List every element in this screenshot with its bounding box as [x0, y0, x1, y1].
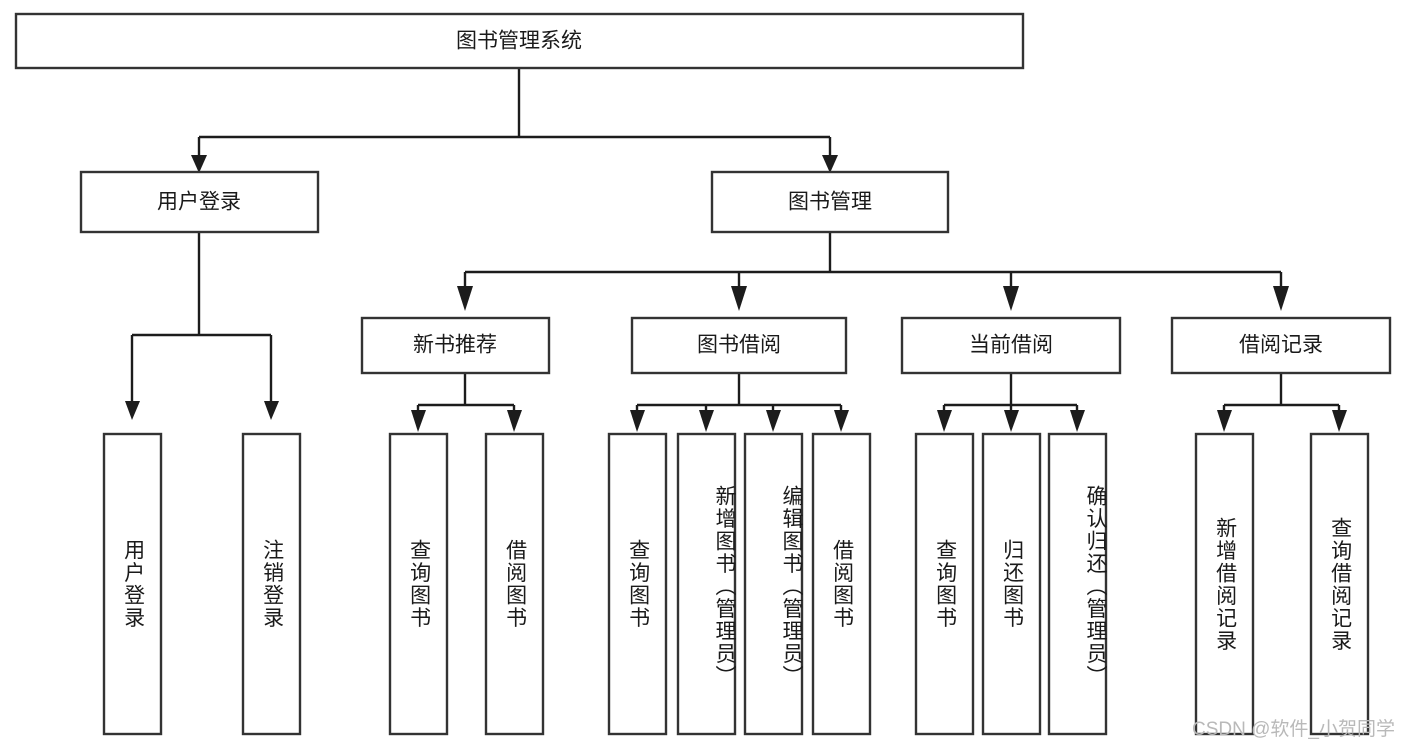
arrow-head-bb-query-book — [630, 410, 645, 432]
node-leaf-cb-return-book[interactable] — [981, 432, 1042, 736]
label-new-book-recommend: 新书推荐 — [413, 334, 497, 357]
node-leaf-cb-confirm-return[interactable] — [1047, 432, 1108, 736]
node-new-book-recommend[interactable] — [360, 316, 551, 375]
node-book-borrow[interactable] — [630, 316, 848, 375]
label-book-borrow: 图书借阅 — [697, 334, 781, 357]
label-book-manage: 图书管理 — [788, 191, 872, 214]
arrow-head-current-borrow — [1003, 286, 1019, 311]
label-borrow-record: 借阅记录 — [1239, 334, 1323, 357]
node-leaf-logout[interactable] — [241, 432, 302, 736]
arrow-head-br-query-record — [1332, 410, 1347, 432]
node-current-borrow[interactable] — [900, 316, 1122, 375]
node-borrow-record[interactable] — [1170, 316, 1392, 375]
watermark-text: CSDN @软件_小贺同学 — [1192, 719, 1395, 740]
arrow-head-borrow-record — [1273, 286, 1289, 311]
arrow-head-new-book — [457, 286, 473, 311]
arrow-head-cb-return-book — [1004, 410, 1019, 432]
arrow-head-cb-confirm-return — [1070, 410, 1085, 432]
node-leaf-bb-edit-book[interactable] — [743, 432, 804, 736]
arrow-head-br-add-record — [1217, 410, 1232, 432]
node-leaf-br-query-record[interactable] — [1309, 432, 1370, 736]
arrow-head-user-login — [191, 155, 207, 173]
node-leaf-bb-query-book[interactable] — [607, 432, 668, 736]
node-leaf-bb-borrow-book[interactable] — [811, 432, 872, 736]
label-current-borrow: 当前借阅 — [969, 334, 1053, 357]
arrow-head-bb-edit-book — [766, 410, 781, 432]
node-user-login[interactable] — [79, 170, 320, 234]
node-book-manage[interactable] — [710, 170, 950, 234]
arrow-head-leaf-user-login — [125, 401, 140, 420]
arrow-head-leaf-logout — [264, 401, 279, 420]
arrow-head-nb-query-book — [411, 410, 426, 432]
horizontal-label-group: 图书管理系统 用户登录 图书管理 新书推荐 图书借阅 当前借阅 借阅记录 — [157, 30, 1323, 357]
node-leaf-bb-add-book[interactable] — [676, 432, 737, 736]
node-box-group — [14, 12, 1392, 736]
label-root: 图书管理系统 — [456, 30, 582, 53]
node-leaf-nb-borrow-book[interactable] — [484, 432, 545, 736]
node-root[interactable] — [14, 12, 1025, 70]
node-leaf-user-login[interactable] — [102, 432, 163, 736]
arrow-head-book-borrow — [731, 286, 747, 311]
node-leaf-cb-query-book[interactable] — [914, 432, 975, 736]
label-user-login: 用户登录 — [157, 191, 241, 214]
connector-group — [125, 68, 1347, 432]
arrow-head-nb-borrow-book — [507, 410, 522, 432]
node-leaf-nb-query-book[interactable] — [388, 432, 449, 736]
arrow-head-bb-borrow-book — [834, 410, 849, 432]
node-leaf-br-add-record[interactable] — [1194, 432, 1255, 736]
arrow-head-bb-add-book — [699, 410, 714, 432]
arrow-head-book-manage — [822, 155, 838, 173]
arrow-head-cb-query-book — [937, 410, 952, 432]
